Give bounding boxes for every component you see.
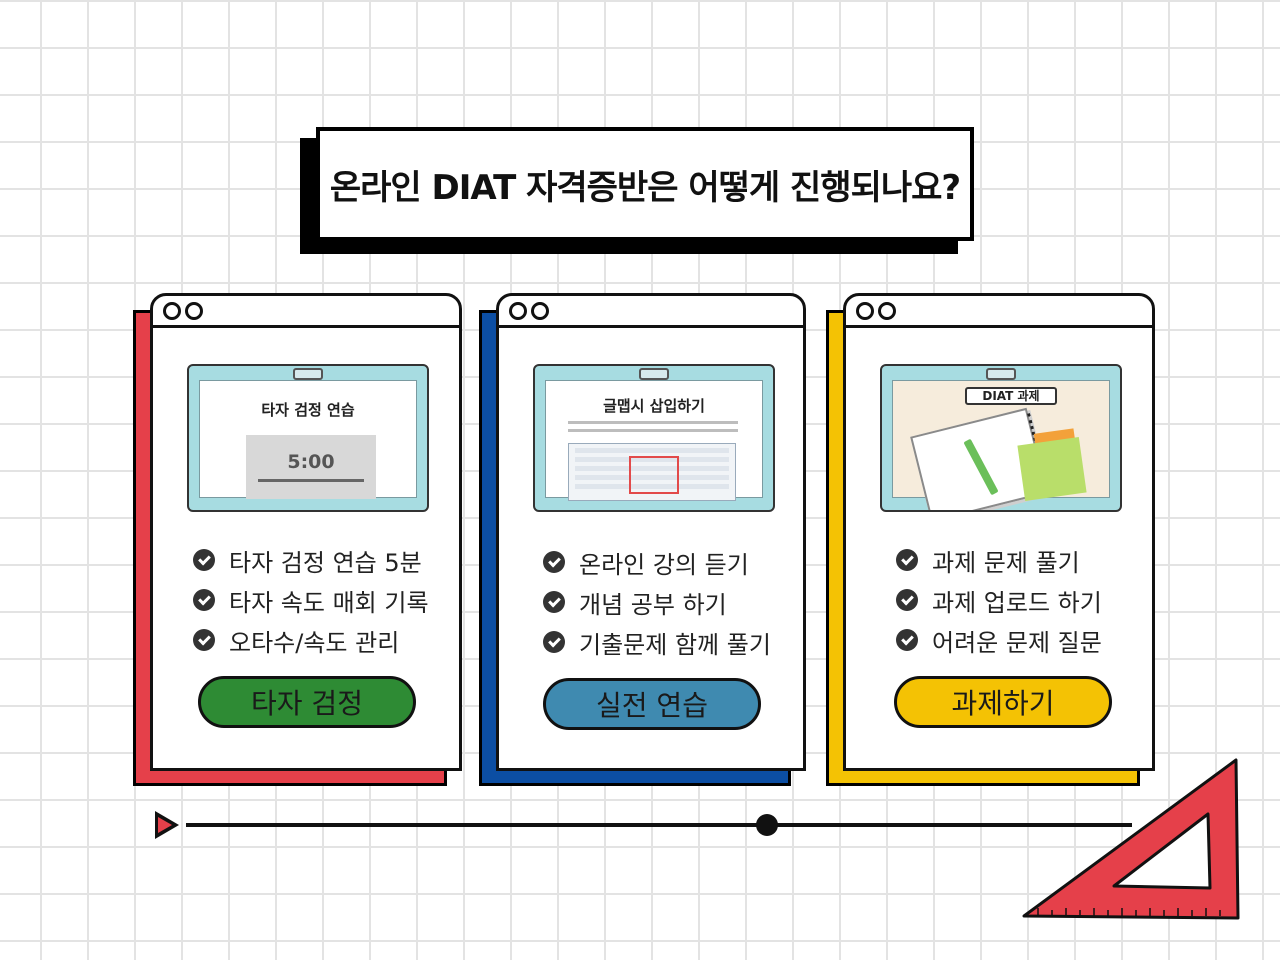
list-item-label: 온라인 강의 듣기 [579,550,749,579]
window-dot-icon [509,301,527,320]
check-circle-icon [543,591,565,613]
list-item: 개념 공부 하기 [543,582,771,622]
list-item-label: 오타수/속도 관리 [229,628,400,657]
timer-box: 5:00 [246,435,376,499]
thumbnail-spreadsheet [568,443,736,501]
list-item: 어려운 문제 질문 [896,620,1102,660]
list-item: 오타수/속도 관리 [193,620,429,660]
window-dot-icon [878,301,896,320]
check-circle-icon [193,629,215,651]
check-circle-icon [543,631,565,653]
thumbnail-title: 글맵시 삽입하기 [603,397,705,415]
title-box: 온라인 DIAT 자격증반은 어떻게 진행되나요? [316,127,974,241]
list-item: 타자 검정 연습 5분 [193,540,429,580]
window-dot-icon [531,301,549,320]
window-dot-icon [856,301,874,320]
page-title: 온라인 DIAT 자격증반은 어떻게 진행되나요? [329,167,961,208]
thumbnail-title: DIAT 과제 [965,387,1057,405]
card-assignment: DIAT 과제 과제 문제 풀기 과제 업로드 하기 어려운 문제 질문 과제하… [843,293,1155,771]
practice-button[interactable]: 실전 연습 [543,678,761,730]
window-dot-icon [185,301,203,320]
thumbnail-title: 타자 검정 연습 [261,401,355,419]
clip-icon [639,368,669,380]
typing-test-button[interactable]: 타자 검정 [198,676,416,728]
highlight-box [629,456,679,494]
thumbnail-text-lines [568,421,738,437]
thumbnail-panel: 글맵시 삽입하기 [545,380,763,501]
thumbnail-panel: 타자 검정 연습 5:00 [199,380,417,499]
list-item: 과제 업로드 하기 [896,580,1102,620]
card-typing: 타자 검정 연습 5:00 타자 검정 연습 5분 타자 속도 매회 기록 오타… [150,293,462,771]
window-header [499,296,803,328]
card-practice: 글맵시 삽입하기 온라인 강의 듣기 개념 공부 하기 기출문제 함께 풀기 실… [496,293,806,771]
check-circle-icon [193,549,215,571]
clip-icon [986,368,1016,380]
check-circle-icon [543,551,565,573]
timer-text: 5:00 [287,451,335,473]
list-item-label: 어려운 문제 질문 [932,628,1102,657]
list-item-label: 타자 검정 연습 5분 [229,548,422,577]
list-item-label: 타자 속도 매회 기록 [229,588,429,617]
timeline-marker [756,814,778,836]
timeline-line [186,823,1132,827]
list-item-label: 개념 공부 하기 [579,590,727,619]
window-header [846,296,1152,328]
check-circle-icon [896,629,918,651]
triangle-ruler-icon [1022,758,1240,920]
check-circle-icon [193,589,215,611]
list-item: 온라인 강의 듣기 [543,542,771,582]
checklist: 과제 문제 풀기 과제 업로드 하기 어려운 문제 질문 [896,540,1102,660]
list-item: 기출문제 함께 풀기 [543,622,771,662]
thumbnail-panel: DIAT 과제 [892,380,1110,510]
clip-icon [293,368,323,380]
list-item-label: 기출문제 함께 풀기 [579,630,771,659]
checklist: 타자 검정 연습 5분 타자 속도 매회 기록 오타수/속도 관리 [193,540,429,660]
check-circle-icon [896,589,918,611]
thumbnail-typing: 타자 검정 연습 5:00 [187,364,429,512]
assignment-button[interactable]: 과제하기 [894,676,1112,728]
window-header [153,296,459,328]
list-item-label: 과제 문제 풀기 [932,548,1080,577]
thumbnail-assignment: DIAT 과제 [880,364,1122,512]
list-item: 타자 속도 매회 기록 [193,580,429,620]
list-item: 과제 문제 풀기 [896,540,1102,580]
sticky-note-green [1017,436,1087,502]
play-arrow-fill [158,817,172,833]
thumbnail-practice: 글맵시 삽입하기 [533,364,775,512]
window-dot-icon [163,301,181,320]
check-circle-icon [896,549,918,571]
checklist: 온라인 강의 듣기 개념 공부 하기 기출문제 함께 풀기 [543,542,771,662]
timer-underline [258,479,364,482]
list-item-label: 과제 업로드 하기 [932,588,1102,617]
